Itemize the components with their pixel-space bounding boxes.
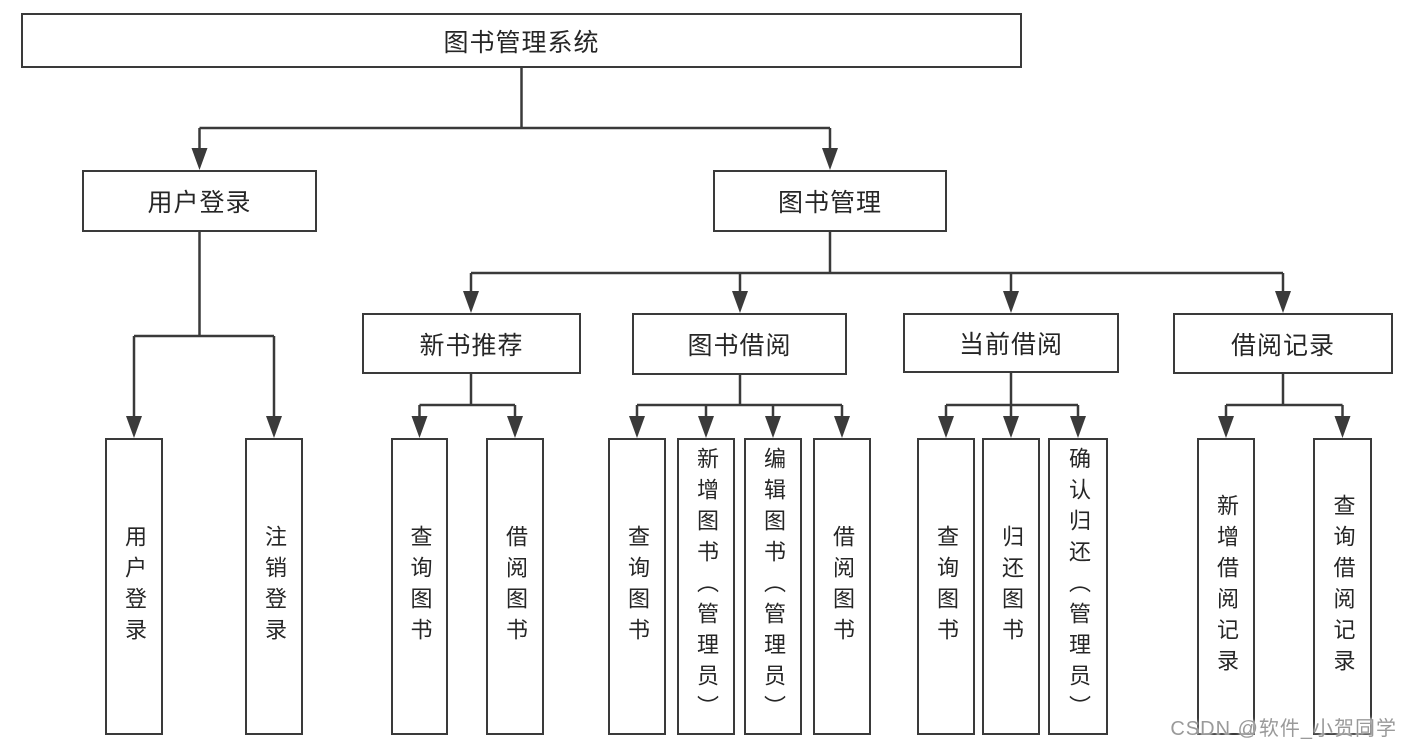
- node-book-management: 图书管理: [713, 170, 947, 232]
- leaf-user-login: 用户登录: [105, 438, 163, 735]
- leaf-records-add-record: 新增借阅记录: [1197, 438, 1255, 735]
- node-borrow-records: 借阅记录: [1173, 313, 1393, 374]
- node-book-borrow-label: 图书借阅: [687, 332, 792, 360]
- node-user-login-label: 用户登录: [147, 189, 252, 217]
- leaf-borrow-query-books-label: 查询图书: [625, 524, 650, 649]
- node-book-management-label: 图书管理: [777, 189, 882, 217]
- leaf-user-login-label: 用户登录: [122, 524, 147, 649]
- leaf-current-confirm-return-admin-label: 确认归还（管理员）: [1066, 447, 1091, 726]
- leaf-current-query-books: 查询图书: [917, 438, 975, 735]
- node-current-borrow: 当前借阅: [903, 313, 1119, 373]
- root-node-library-system: 图书管理系统: [21, 13, 1022, 68]
- leaf-current-return-books: 归还图书: [982, 438, 1040, 735]
- leaf-recommend-query-books-label: 查询图书: [407, 524, 433, 649]
- root-node-label: 图书管理系统: [443, 28, 600, 57]
- leaf-current-return-books-label: 归还图书: [999, 524, 1024, 649]
- leaf-borrow-add-books-admin: 新增图书（管理员）: [677, 438, 735, 735]
- leaf-borrow-borrow-books: 借阅图书: [813, 438, 871, 735]
- leaf-records-add-record-label: 新增借阅记录: [1214, 493, 1239, 680]
- csdn-watermark: CSDN @软件_小贺同学: [1170, 718, 1397, 740]
- node-new-book-recommend: 新书推荐: [362, 313, 581, 374]
- leaf-recommend-borrow-books-label: 借阅图书: [503, 524, 528, 649]
- leaf-borrow-add-books-admin-label: 新增图书（管理员）: [694, 447, 719, 726]
- node-current-borrow-label: 当前借阅: [958, 331, 1063, 359]
- leaf-logout-login-label: 注销登录: [262, 524, 287, 649]
- leaf-borrow-borrow-books-label: 借阅图书: [830, 524, 855, 649]
- leaf-current-query-books-label: 查询图书: [934, 524, 959, 649]
- leaf-records-query-record-label: 查询借阅记录: [1330, 493, 1356, 680]
- leaf-logout-login: 注销登录: [245, 438, 303, 735]
- node-borrow-records-label: 借阅记录: [1230, 331, 1335, 360]
- node-new-book-recommend-label: 新书推荐: [419, 331, 524, 360]
- leaf-recommend-borrow-books: 借阅图书: [486, 438, 544, 735]
- leaf-borrow-edit-books-admin: 编辑图书（管理员）: [744, 438, 802, 735]
- leaf-borrow-query-books: 查询图书: [608, 438, 666, 735]
- leaf-borrow-edit-books-admin-label: 编辑图书（管理员）: [761, 447, 786, 726]
- leaf-current-confirm-return-admin: 确认归还（管理员）: [1048, 438, 1108, 735]
- node-book-borrow: 图书借阅: [632, 313, 847, 375]
- node-user-login: 用户登录: [82, 170, 317, 232]
- leaf-records-query-record: 查询借阅记录: [1313, 438, 1372, 735]
- leaf-recommend-query-books: 查询图书: [391, 438, 448, 735]
